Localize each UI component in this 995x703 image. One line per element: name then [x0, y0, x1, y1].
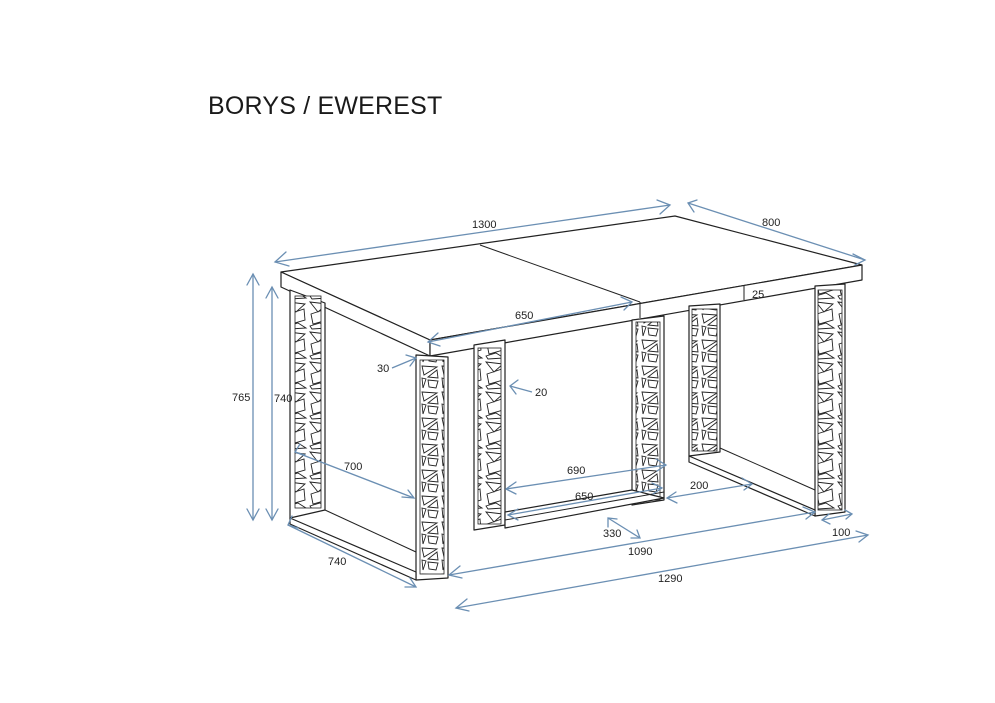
dim-label-650-top: 650 [515, 310, 533, 322]
dim-label-100: 100 [832, 527, 850, 539]
dim-label-700: 700 [344, 461, 362, 473]
tabletop-front-edge [429, 264, 863, 357]
dim-label-765: 765 [232, 392, 250, 404]
dim-label-200: 200 [690, 480, 708, 492]
dim-label-25: 25 [752, 289, 764, 301]
tabletop [280, 215, 863, 357]
dim-label-1290: 1290 [658, 573, 682, 585]
dim-label-740-vertical: 740 [274, 393, 292, 405]
extension-split-line [479, 244, 641, 303]
dim-label-20: 20 [535, 387, 547, 399]
dim-label-1300: 1300 [472, 219, 496, 231]
left-leg-frame [289, 289, 449, 581]
dimension-labels: 1300 800 25 650 765 740 30 20 700 740 69… [232, 217, 850, 585]
dim-label-330: 330 [603, 528, 621, 540]
dim-label-650-bottom: 650 [575, 491, 593, 503]
dim-label-740-bottom: 740 [328, 556, 346, 568]
drawing-title: BORYS / EWEREST [208, 92, 443, 120]
dim-label-30: 30 [377, 363, 389, 375]
dim-label-690: 690 [567, 465, 585, 477]
middle-leg-frame [473, 315, 665, 531]
dim-label-1090: 1090 [628, 546, 652, 558]
right-leg-frame [688, 283, 846, 517]
dimension-lines [246, 199, 870, 612]
dim-label-800: 800 [762, 217, 780, 229]
